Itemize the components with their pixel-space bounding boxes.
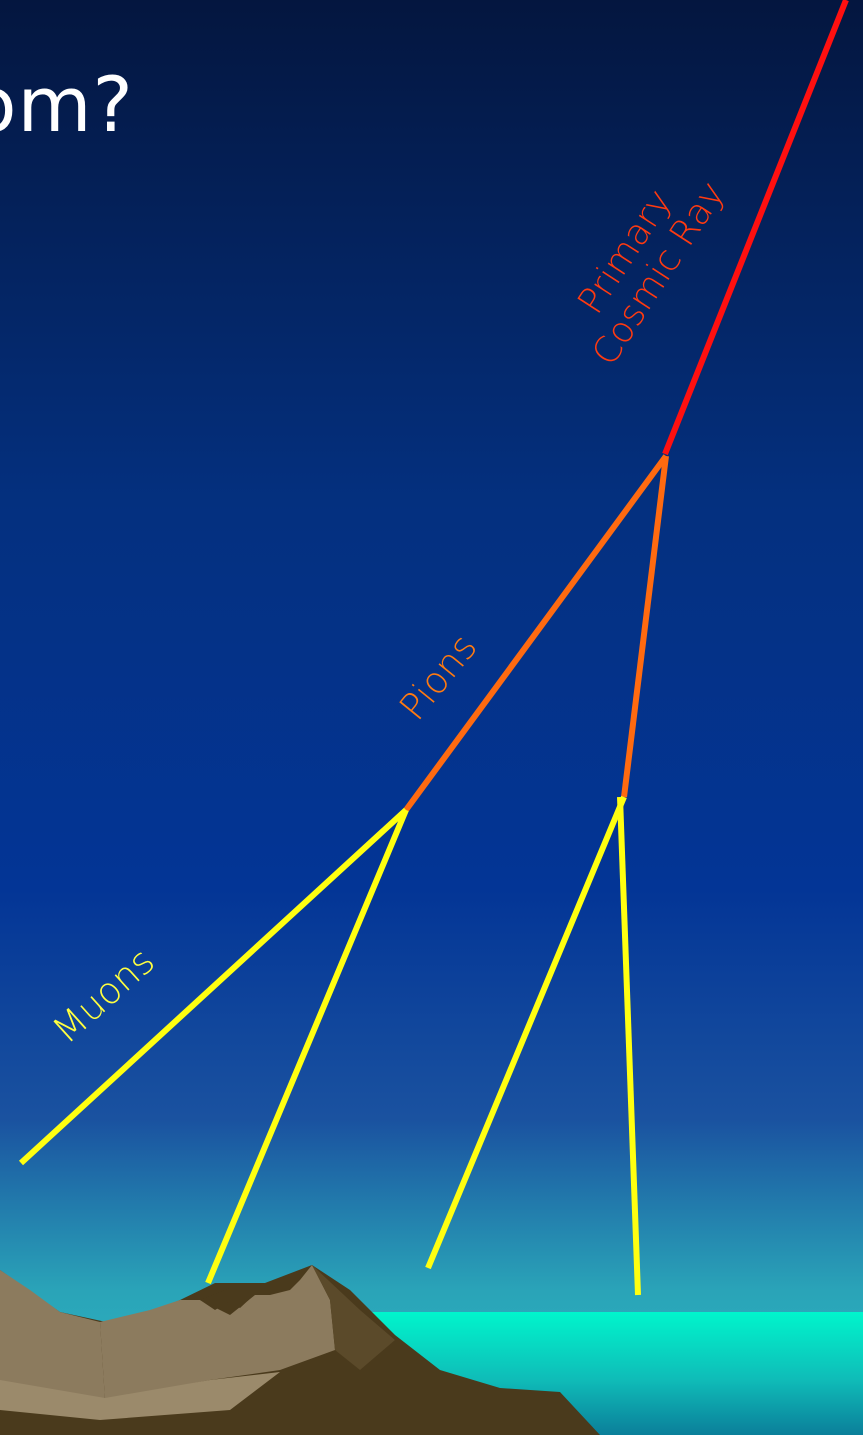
mountain — [0, 1265, 600, 1435]
pion-track-left — [403, 454, 669, 812]
primary-cosmic-ray-track — [662, 0, 849, 456]
muon-track-2 — [205, 808, 409, 1285]
muon-track-4 — [617, 796, 641, 1296]
pion-track-right — [621, 455, 669, 798]
muon-track-3 — [425, 795, 627, 1270]
slide-title: om? — [0, 60, 134, 149]
muon-track-1 — [18, 807, 409, 1166]
particle-tracks — [18, 0, 849, 1296]
